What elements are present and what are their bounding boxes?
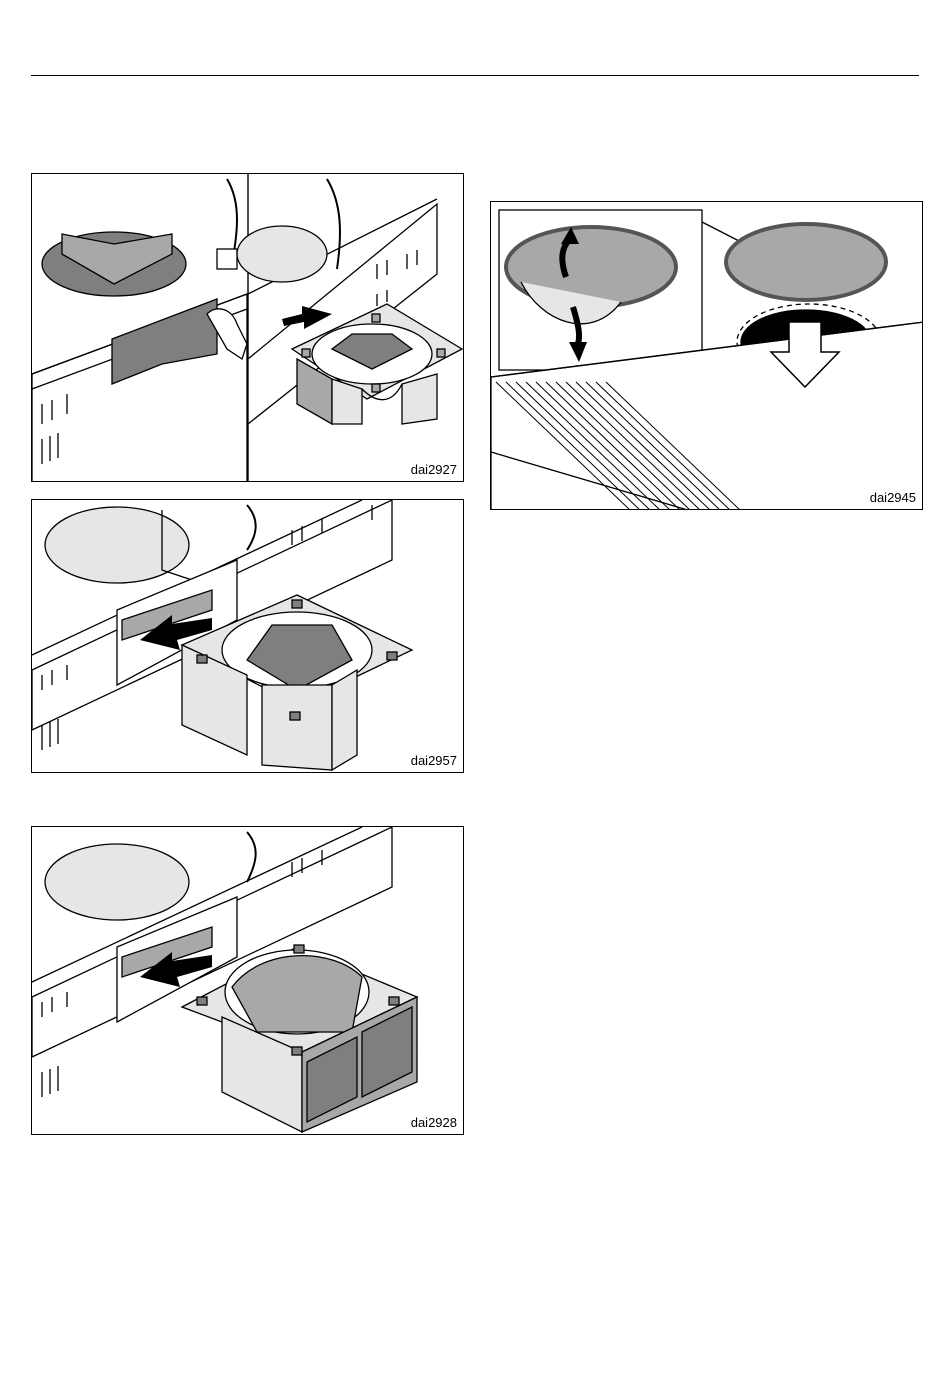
figure-label: dai2957 [410,753,458,768]
figure-mat-replacement-illustration [491,202,923,510]
figure-filter-removal-illustration [32,174,464,482]
header-rule [31,75,919,76]
figure-filter-removal: dai2927 [31,173,464,482]
figure-label: dai2945 [869,490,917,505]
figure-filter-insertion-alt: dai2928 [31,826,464,1135]
figure-filter-insertion-alt-illustration [32,827,464,1135]
figure-filter-insertion-illustration [32,500,464,773]
figure-label: dai2928 [410,1115,458,1130]
figure-label: dai2927 [410,462,458,477]
figure-mat-replacement: dai2945 [490,201,923,510]
figure-filter-insertion: dai2957 [31,499,464,773]
